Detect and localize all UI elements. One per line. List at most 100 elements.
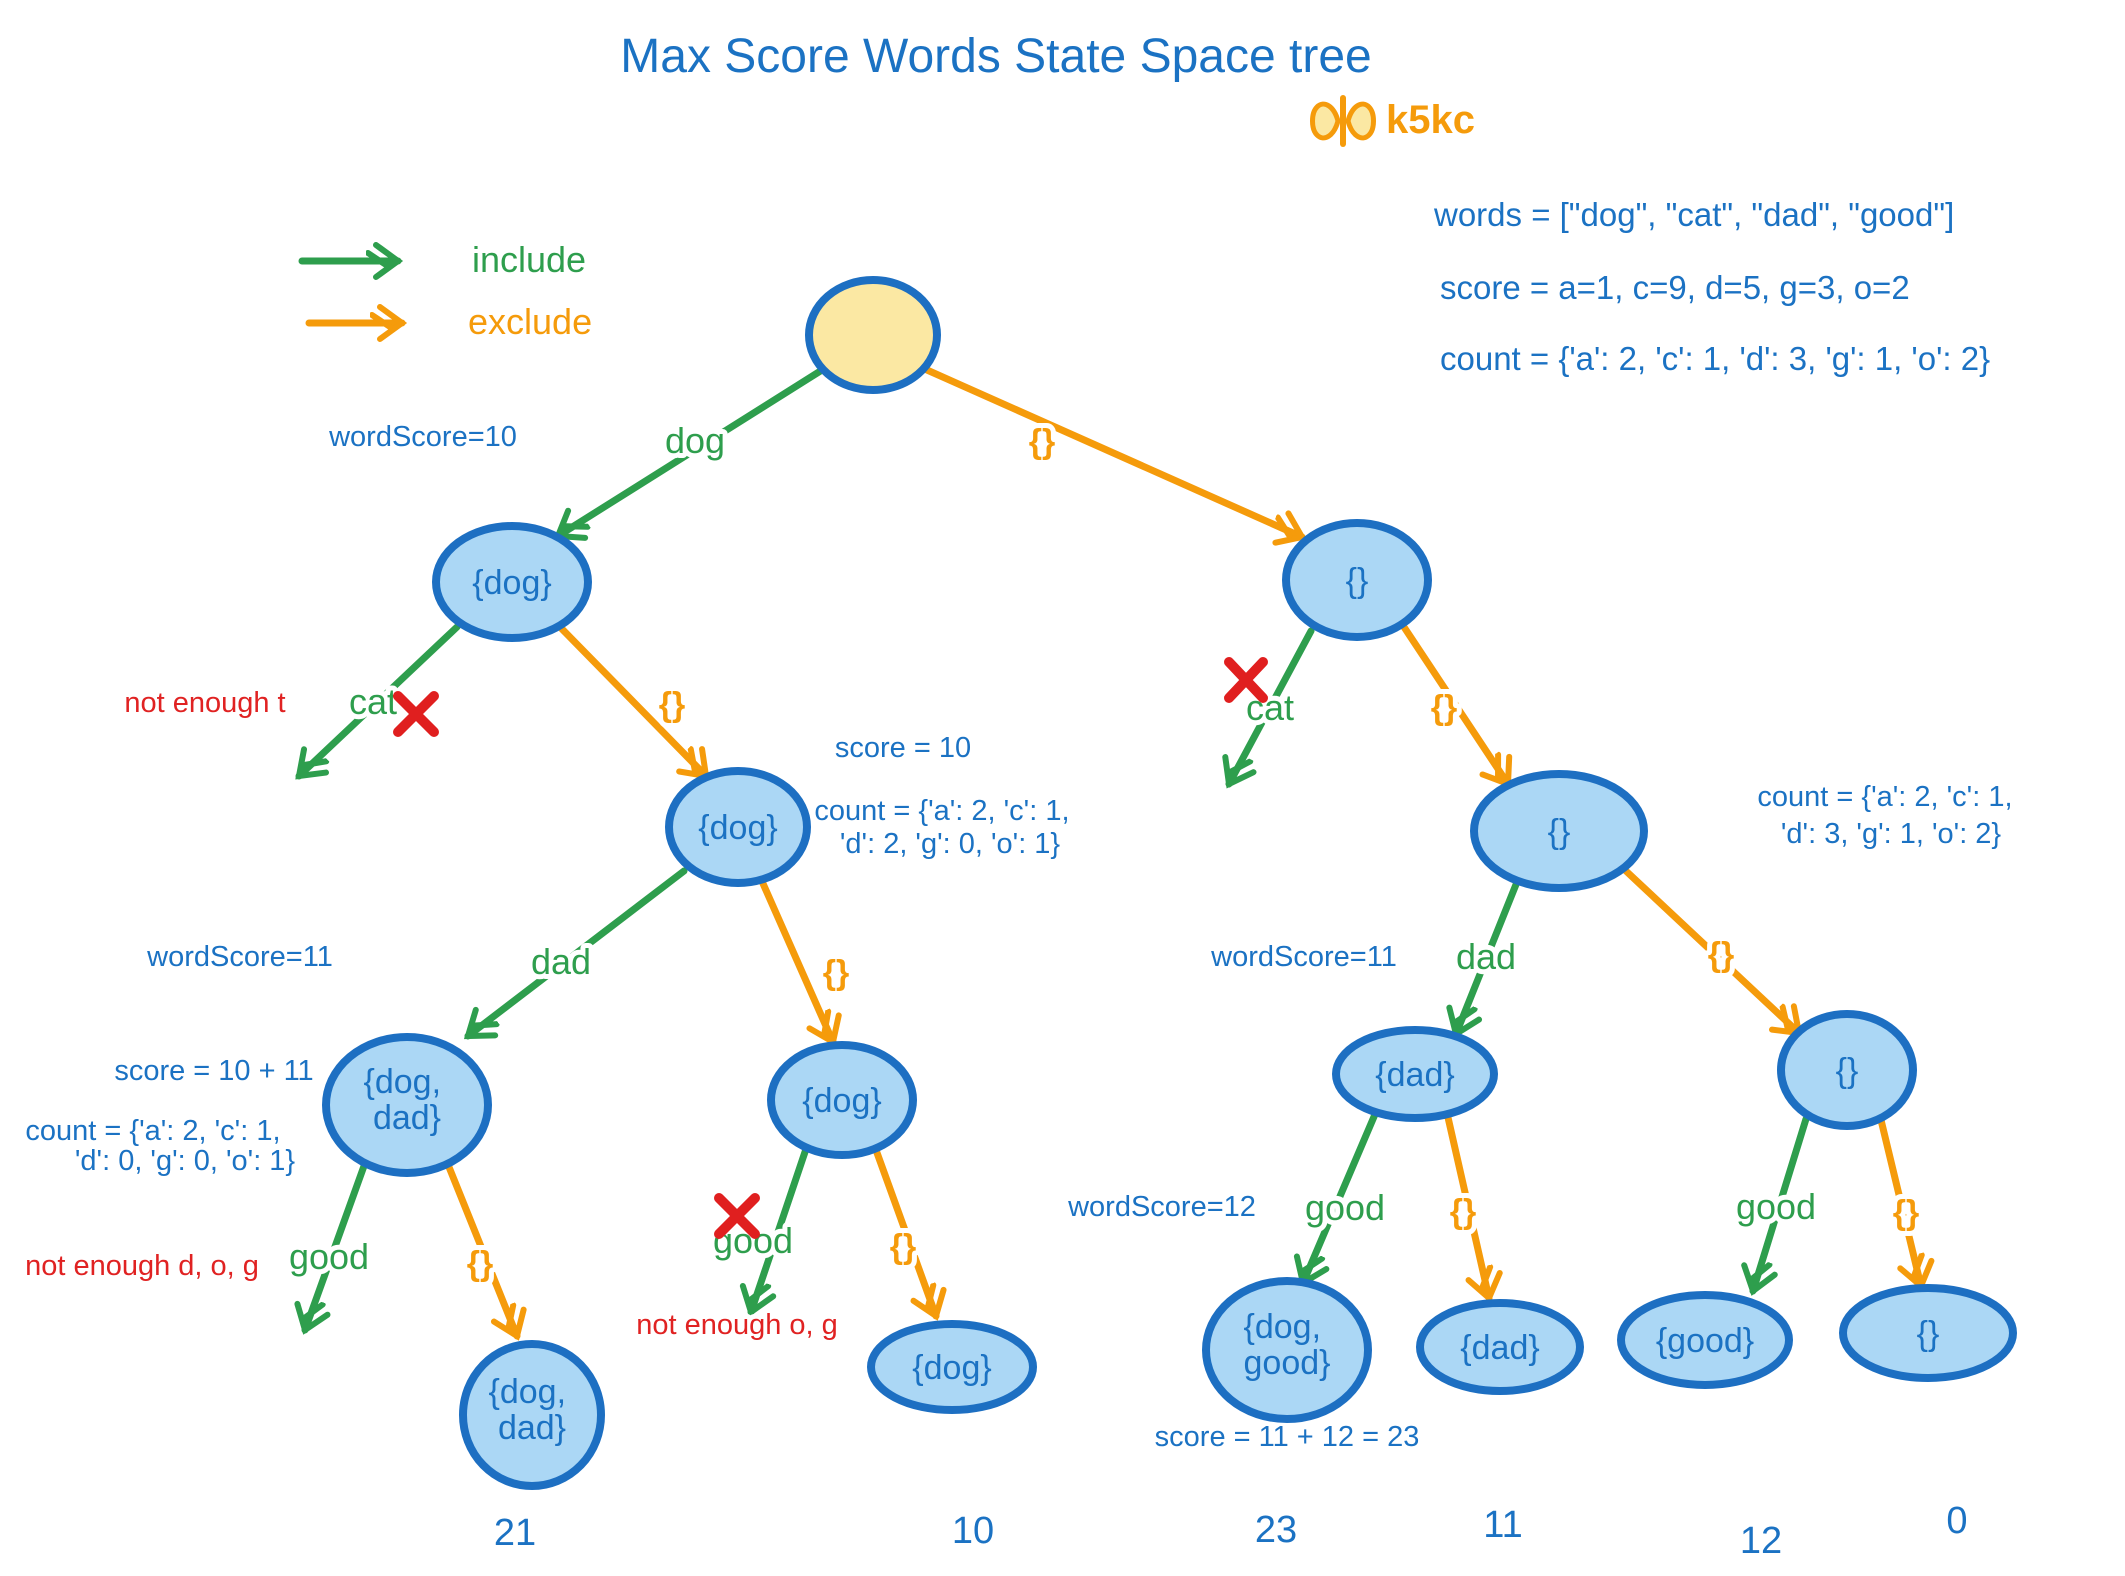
k5kc-logo: k5kc bbox=[1310, 95, 1475, 147]
leaf-dog: {dog} bbox=[867, 1320, 1037, 1414]
edge-dadr3-exclude bbox=[1443, 1109, 1489, 1298]
annotation-count-right: count = {'a': 2, 'c': 1, 'd': 3, 'g': 1,… bbox=[1757, 781, 2020, 850]
legend-include-label: include bbox=[472, 239, 586, 280]
edge-dogl2-exclude bbox=[757, 875, 833, 1042]
svg-text:{}: {} bbox=[1346, 562, 1369, 600]
leaf-score-good: 12 bbox=[1740, 1520, 1782, 1562]
annotation-score-10: score = 10 bbox=[835, 732, 971, 764]
annotation-not-enough-t: not enough t bbox=[124, 687, 285, 719]
edge-emptyr3-exclude bbox=[1877, 1116, 1921, 1286]
node-dogdad-l3: {dog, dad} bbox=[322, 1033, 492, 1177]
edge-dogl1-include-cat-pruned bbox=[299, 623, 461, 780]
annotation-score-10-11: score = 10 + 11 bbox=[114, 1055, 313, 1087]
edge-label-dad: dad bbox=[1456, 936, 1516, 977]
annotation-count-mid: count = {'a': 2, 'c': 1, 'd': 2, 'g': 0,… bbox=[814, 795, 1077, 860]
svg-text:{dog, dad}: {dog, dad} bbox=[489, 1373, 576, 1447]
svg-text:{dad}: {dad} bbox=[1460, 1329, 1539, 1367]
node-root bbox=[805, 276, 941, 394]
words-line: words = ["dog", "cat", "dad", "good"] bbox=[1433, 196, 1954, 233]
svg-text:{dog}: {dog} bbox=[698, 809, 777, 847]
prune-annotations: not enough t not enough d, o, g not enou… bbox=[25, 687, 843, 1346]
edge-dogl3-include-good-pruned bbox=[751, 1145, 810, 1312]
edge-dogl2-include-dad bbox=[468, 867, 688, 1040]
node-empty-r1: {} bbox=[1282, 519, 1432, 641]
leaf-score-empty: 0 bbox=[1946, 1500, 1967, 1542]
svg-text:{dog}: {dog} bbox=[912, 1349, 991, 1387]
annotation-not-enough-dog: not enough d, o, g bbox=[25, 1250, 259, 1282]
svg-text:{good}: {good} bbox=[1656, 1322, 1754, 1360]
prune-marks bbox=[393, 657, 1268, 1239]
edge-label-empty: {} bbox=[1431, 689, 1457, 727]
leaf-score-dad: 11 bbox=[1483, 1504, 1522, 1546]
legend-exclude-label: exclude bbox=[468, 301, 592, 342]
edge-emptyr1-include-cat-pruned bbox=[1229, 627, 1315, 784]
leaf-score-dog-good: 23 bbox=[1255, 1509, 1297, 1551]
nodes: {dog} {} {dog} {} {dog, dad} {dog} {da bbox=[322, 276, 2017, 1490]
edge-emptyr2-exclude bbox=[1622, 867, 1799, 1037]
edge-emptyr3-include-good bbox=[1753, 1115, 1810, 1291]
svg-text:{dad}: {dad} bbox=[1375, 1056, 1454, 1094]
leaf-dogdad: {dog, dad} bbox=[459, 1340, 605, 1490]
edge-dogdad-exclude bbox=[445, 1163, 517, 1336]
edges bbox=[299, 366, 1921, 1336]
svg-text:{}: {} bbox=[1548, 813, 1571, 851]
svg-text:{}: {} bbox=[1917, 1315, 1940, 1353]
edge-label-empty: {} bbox=[1893, 1194, 1919, 1232]
svg-text:{dog, good}: {dog, good} bbox=[1244, 1308, 1331, 1382]
svg-text:{dog}: {dog} bbox=[802, 1082, 881, 1120]
edge-dogdad-include-good-pruned bbox=[305, 1162, 368, 1330]
annotation-score-11-12: score = 11 + 12 = 23 bbox=[1155, 1421, 1420, 1453]
leaf-score-dog: 10 bbox=[952, 1510, 994, 1552]
node-dog-l3: {dog} bbox=[767, 1041, 917, 1159]
edge-label-good: good bbox=[1305, 1187, 1385, 1228]
edge-label-empty: {} bbox=[1708, 936, 1734, 974]
annotation-wordscore-11-right: wordScore=11 bbox=[1210, 941, 1397, 973]
page-title: Max Score Words State Space tree bbox=[620, 30, 1371, 83]
prune-x-icon bbox=[1224, 657, 1268, 703]
edge-emptyr1-exclude bbox=[1400, 623, 1508, 784]
edge-label-empty: {} bbox=[659, 686, 685, 724]
count-line: count = {'a': 2, 'c': 1, 'd': 3, 'g': 1,… bbox=[1440, 340, 1990, 377]
edge-label-good: good bbox=[289, 1236, 369, 1277]
edge-labels: dog {} cat {} dad {} good {} good {} cat… bbox=[284, 415, 1924, 1288]
leaf-score-dog-dad: 21 bbox=[494, 1512, 536, 1554]
leaf-dad: {dad} bbox=[1416, 1299, 1584, 1395]
prune-x-icon bbox=[393, 691, 439, 737]
node-dad-r3: {dad} bbox=[1332, 1026, 1498, 1122]
edge-label-dad: dad bbox=[531, 941, 591, 982]
annotation-count-left: count = {'a': 2, 'c': 1, 'd': 0, 'g': 0,… bbox=[25, 1115, 295, 1177]
svg-text:{dog, dad}: {dog, dad} bbox=[364, 1063, 451, 1137]
edge-label-dog: dog bbox=[665, 420, 725, 461]
legend: include exclude bbox=[298, 239, 592, 342]
edge-label-cat: cat bbox=[349, 681, 397, 722]
leaf-empty: {} bbox=[1839, 1284, 2017, 1382]
annotations: wordScore=10 score = 10 count = {'a': 2,… bbox=[25, 421, 2020, 1453]
edge-root-include-dog bbox=[558, 366, 826, 536]
edge-label-empty: {} bbox=[1029, 423, 1055, 461]
edge-dogl1-exclude bbox=[558, 625, 706, 776]
edge-label-empty: {} bbox=[467, 1245, 493, 1283]
leaf-scores: 21 10 23 11 12 0 bbox=[494, 1500, 1968, 1562]
edge-dadr3-include-good bbox=[1303, 1108, 1380, 1283]
edge-label-empty: {} bbox=[823, 954, 849, 992]
logo-text: k5kc bbox=[1386, 98, 1475, 142]
problem-statement: words = ["dog", "cat", "dad", "good"] sc… bbox=[1433, 196, 1990, 377]
annotation-not-enough-og: not enough o, g bbox=[636, 1309, 838, 1341]
annotation-wordscore-10: wordScore=10 bbox=[328, 421, 517, 453]
annotation-wordscore-12: wordScore=12 bbox=[1067, 1191, 1256, 1223]
edge-dogl3-exclude bbox=[872, 1146, 936, 1316]
node-empty-r2: {} bbox=[1470, 770, 1648, 892]
node-empty-r3: {} bbox=[1777, 1010, 1917, 1130]
edge-root-exclude bbox=[923, 366, 1302, 537]
node-dog-l1: {dog} bbox=[432, 522, 592, 642]
svg-text:{dog}: {dog} bbox=[472, 564, 551, 602]
leaf-good: {good} bbox=[1617, 1291, 1793, 1389]
prune-x-icon bbox=[714, 1193, 760, 1239]
svg-text:{}: {} bbox=[1836, 1052, 1859, 1090]
annotation-wordscore-11-left: wordScore=11 bbox=[146, 941, 333, 973]
edge-label-empty: {} bbox=[1450, 1193, 1476, 1231]
edge-label-empty: {} bbox=[890, 1228, 916, 1266]
edge-label-good: good bbox=[1736, 1186, 1816, 1227]
